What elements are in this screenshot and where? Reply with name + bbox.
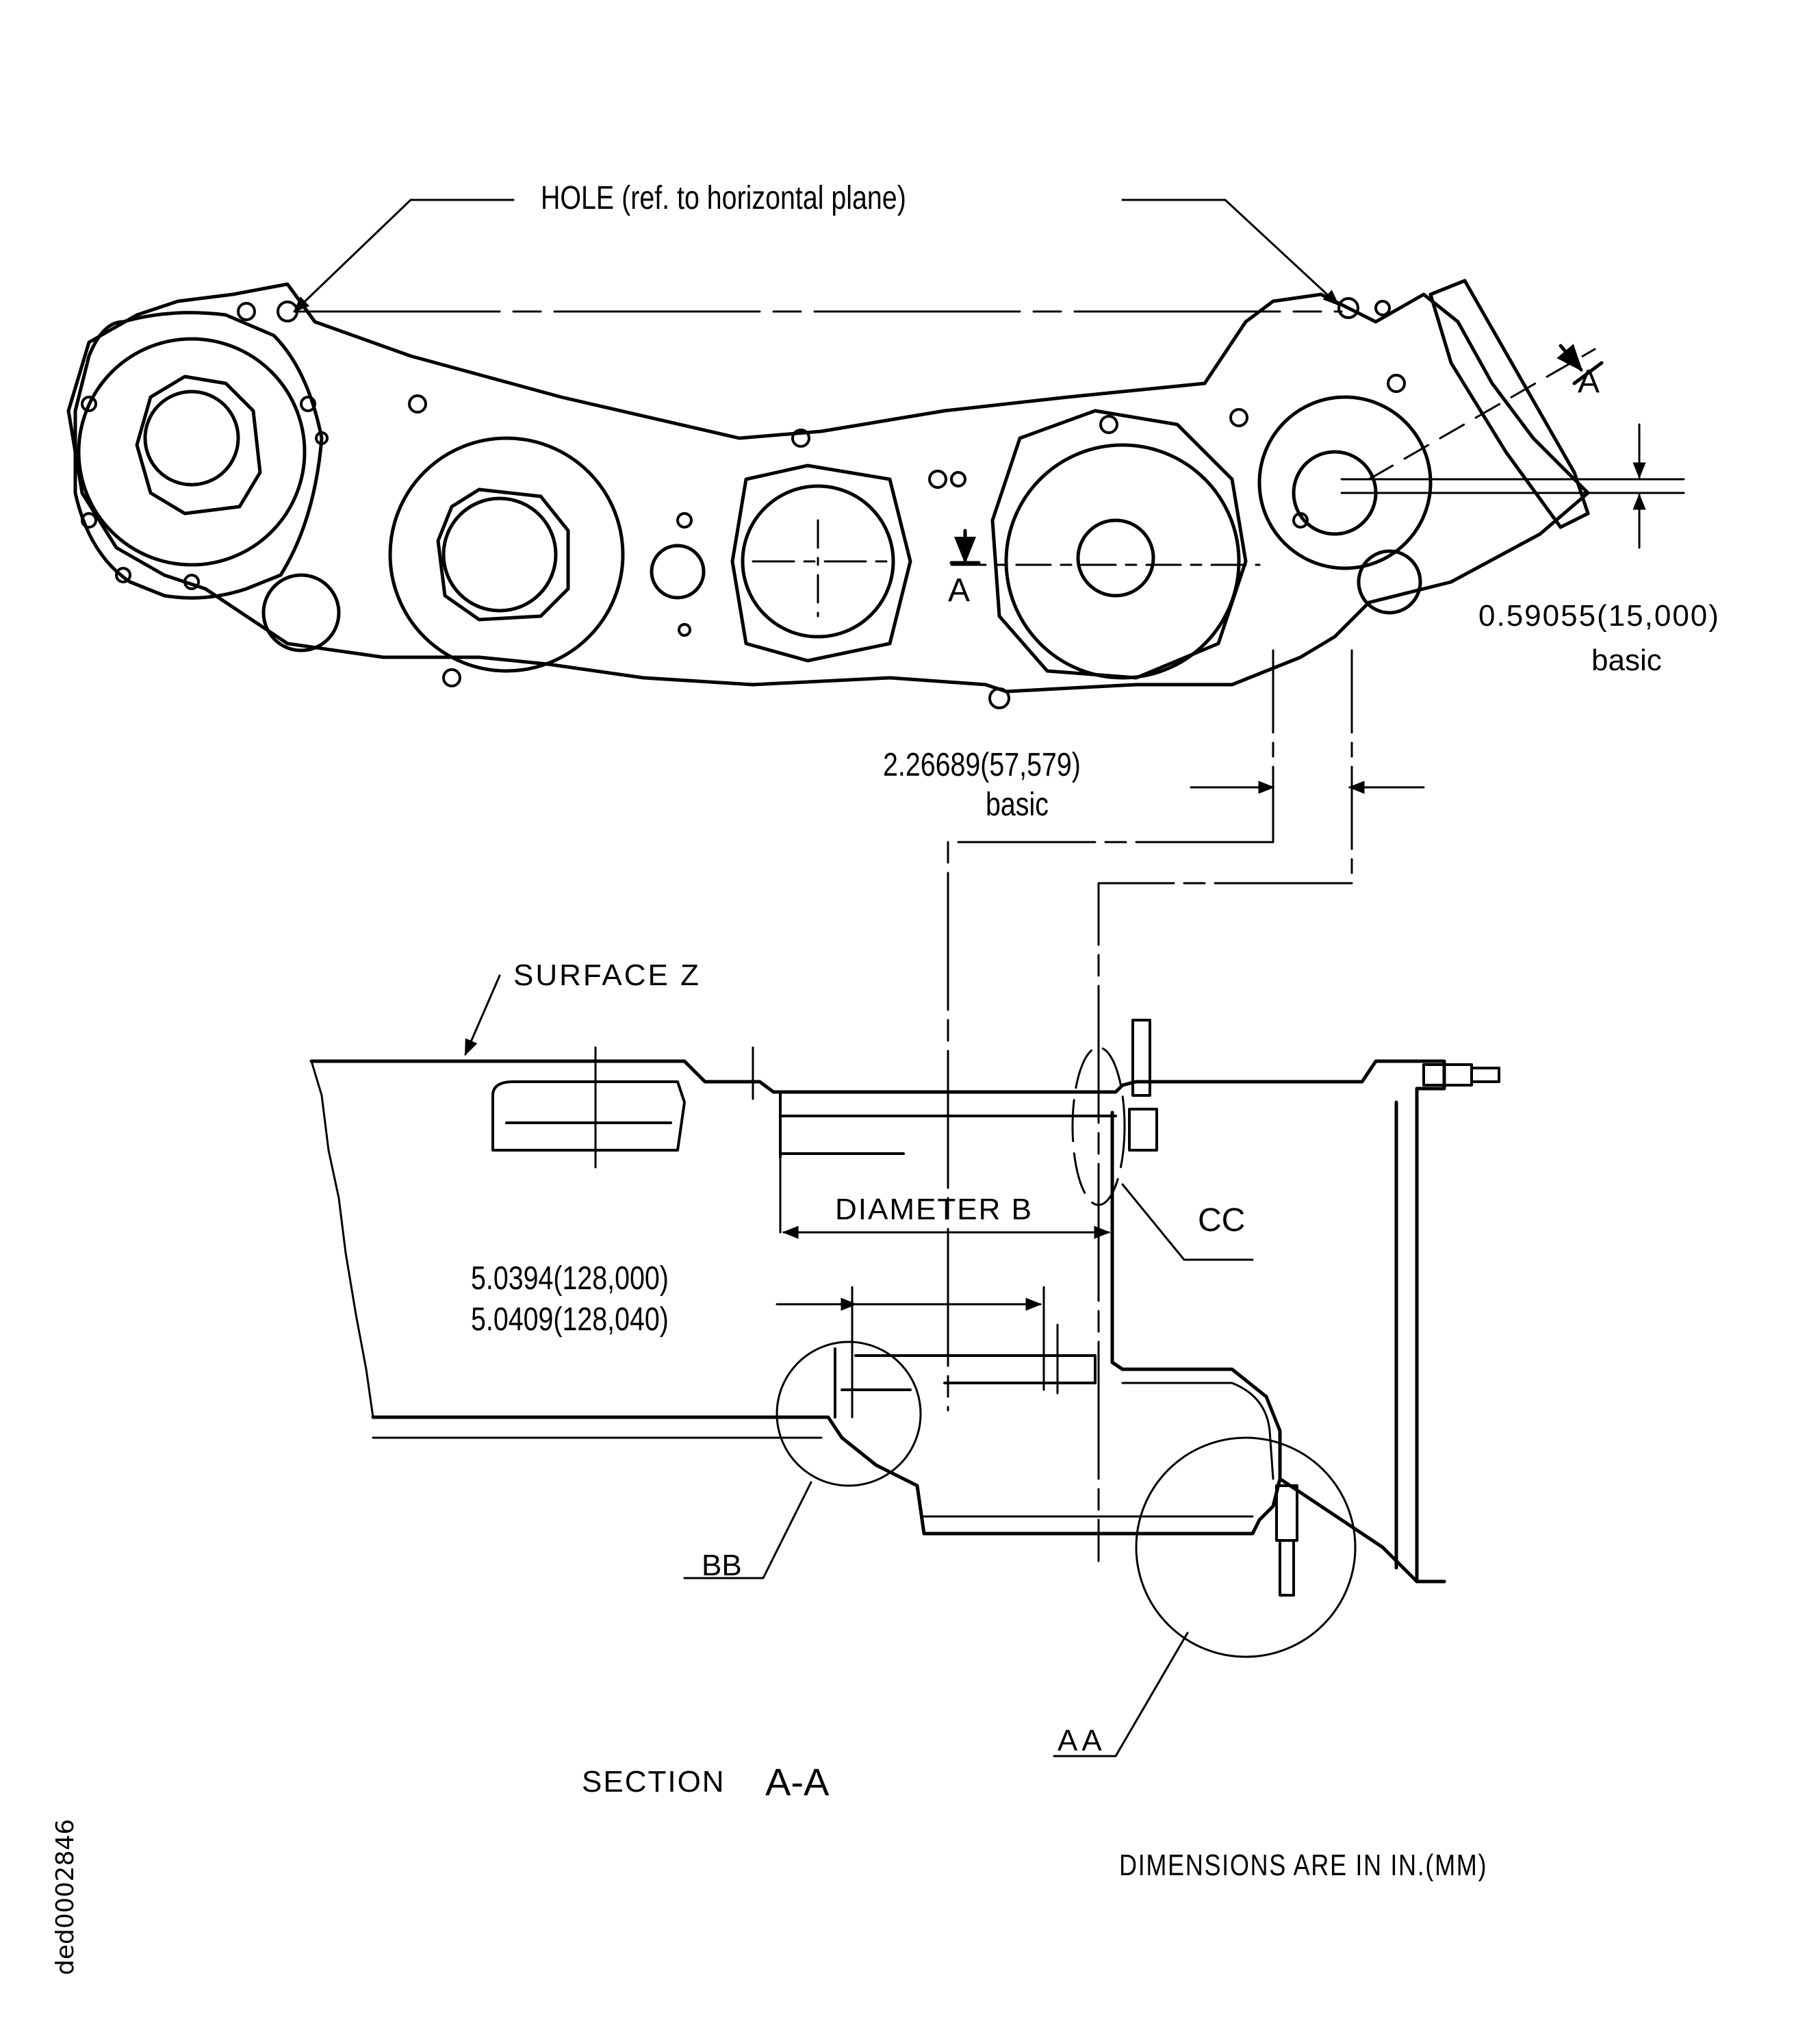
bore-3-outer (741, 484, 895, 639)
section-dimensions (464, 974, 1254, 1757)
aa-leader (1053, 1631, 1189, 1757)
section-marker-left: A (948, 572, 971, 609)
bore-4-inner (1076, 518, 1155, 598)
detail-bb-circle (776, 1341, 922, 1487)
bore-5-aux (1357, 549, 1422, 615)
bore-bottom-step (834, 1347, 1097, 1419)
dim-vertical-qualifier: basic (1591, 644, 1662, 677)
bore-2-inner (441, 496, 558, 613)
section-pocket-left (491, 1080, 686, 1152)
section-upper-flange (309, 1059, 1446, 1584)
detail-cc-circle (1071, 1046, 1126, 1206)
section-lower-plate (371, 1110, 1282, 1536)
units-note: DIMENSIONS ARE IN IN.(MM) (1119, 1849, 1488, 1882)
section-lower-plate-inner (372, 1382, 1274, 1518)
stud-right (1422, 1063, 1500, 1087)
bore-dim-min: 5.0394(128,000) (471, 1260, 669, 1297)
section-marker-right: A (1578, 364, 1600, 400)
stud-bottom (1275, 1484, 1298, 1597)
surface-z-label: SURFACE Z (513, 958, 701, 992)
dim-horizontal-qualifier: basic (986, 787, 1049, 823)
detail-cc-label: CC (1198, 1202, 1246, 1239)
top-view-reference (293, 310, 1685, 618)
diameter-b-label: DIAMETER B (835, 1193, 1033, 1226)
bb-leader (683, 1481, 812, 1579)
bore-4-outer (1004, 443, 1241, 680)
section-web-right (1278, 1100, 1446, 1584)
stud-top (1128, 1019, 1158, 1152)
section-arrow-right-bar (1572, 361, 1604, 385)
hole-leader-right (1121, 199, 1340, 306)
detail-aa-label: AA (1058, 1724, 1106, 1757)
bore-2-boss (436, 487, 570, 622)
document-id: ded0002846 (51, 1818, 79, 1975)
bore-4-flange (990, 409, 1248, 680)
bore-1-outer (77, 337, 307, 567)
top-view-housing (66, 279, 1590, 709)
bore-2-aux (650, 544, 706, 600)
cc-leader (1121, 1183, 1254, 1261)
dim-horizontal-offset (947, 649, 1425, 1562)
bore-2-outer (388, 436, 625, 673)
dim-vertical-value: 0.59055(15,000) (1478, 599, 1720, 633)
detail-aa-circle (1135, 1436, 1357, 1658)
proj-path-1 (947, 841, 1274, 1412)
detail-bb-label: BB (702, 1549, 742, 1582)
bore-3-flange (730, 463, 912, 663)
section-title-id: A-A (765, 1760, 830, 1803)
bore-1-inner (143, 390, 240, 487)
bore-5-outer (1257, 395, 1433, 570)
proj-path-2 (1097, 882, 1353, 1562)
dim-horizontal-value: 2.26689(57,579) (883, 747, 1081, 783)
section-arrow-right (1556, 344, 1583, 372)
bore-dim-max: 5.0409(128,040) (471, 1301, 669, 1338)
hole-callout-label: HOLE (ref. to horizontal plane) (541, 180, 906, 216)
housing-outline (66, 282, 1590, 694)
section-line-a-right (1368, 348, 1596, 481)
section-arrows (949, 344, 1604, 565)
hole-callout-leaders (293, 199, 1340, 313)
surface-z-leader (464, 974, 501, 1056)
section-cut-edge (310, 1060, 374, 1419)
bracket-right (1428, 279, 1590, 529)
bore-1-aux (261, 573, 341, 652)
section-view (309, 1019, 1500, 1658)
bolt-holes (81, 297, 1406, 709)
hole-leader-left (293, 199, 515, 313)
bore-1-boss (135, 374, 262, 516)
bore-1-flange (73, 311, 324, 600)
section-title-word: SECTION (582, 1765, 726, 1799)
